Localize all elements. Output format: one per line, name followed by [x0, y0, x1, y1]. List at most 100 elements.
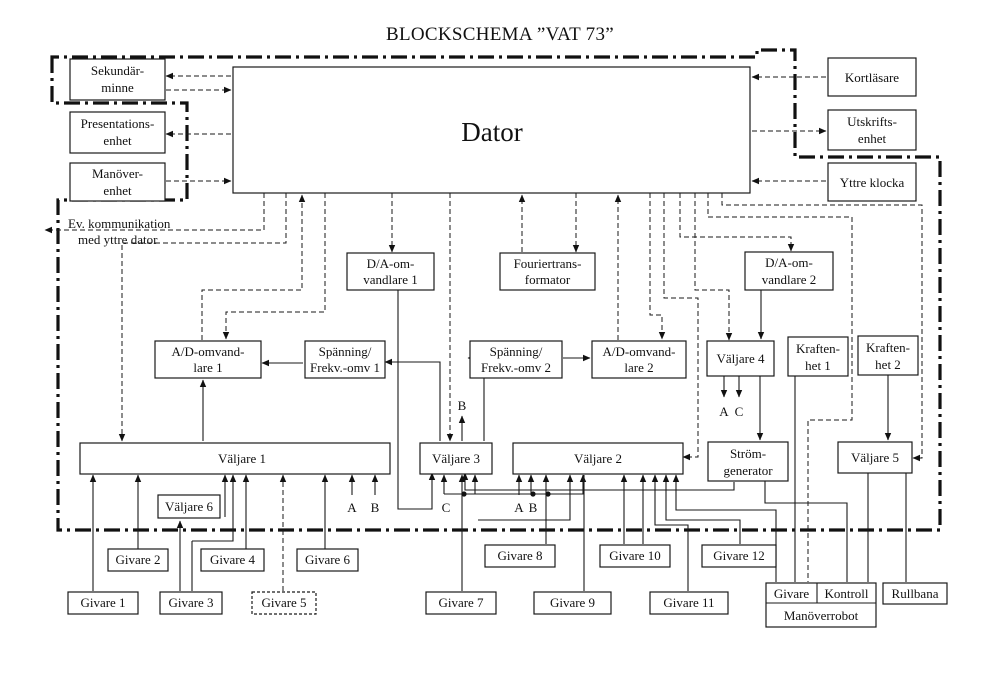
block-ad2-line2: lare 2 — [624, 360, 653, 375]
block-givare7-label: Givare 7 — [438, 595, 484, 610]
block-valjare2: Väljare 2 — [512, 442, 684, 475]
block-givare2-label: Givare 2 — [115, 552, 160, 567]
block-da2-line1: D/A-om- — [765, 255, 813, 270]
block-utskriftsenhet: Utskrifts- enhet — [827, 109, 917, 151]
block-manoverrobot-label: Manöverrobot — [784, 608, 859, 623]
block-fourier-line2: formator — [525, 272, 571, 287]
block-manoverenhet-line1: Manöver- — [92, 166, 143, 181]
block-fourier-line1: Fouriertrans- — [514, 256, 582, 271]
block-valjare5: Väljare 5 — [837, 441, 913, 474]
diagram-title: BLOCKSCHEMA ”VAT 73” — [386, 24, 614, 45]
block-presentationsenhet-line1: Presentations- — [81, 116, 155, 131]
block-valjare1: Väljare 1 — [79, 442, 391, 475]
block-givare7: Givare 7 — [425, 591, 497, 615]
block-ad1: A/D-omvand- lare 1 — [154, 340, 262, 379]
block-givare12-label: Givare 12 — [713, 548, 765, 563]
block-givare6: Givare 6 — [296, 548, 359, 572]
block-givare4: Givare 4 — [200, 548, 265, 572]
block-valjare3-label: Väljare 3 — [432, 451, 480, 466]
block-rullbana: Rullbana — [882, 582, 948, 605]
block-presentationsenhet: Presentations- enhet — [69, 111, 166, 154]
block-robot-givare-label: Givare — [774, 586, 810, 601]
block-givare1-label: Givare 1 — [80, 595, 125, 610]
block-robot-kontroll-label: Kontroll — [824, 586, 868, 601]
block-da1-line2: vandlare 1 — [363, 272, 418, 287]
block-dator: Dator — [232, 66, 751, 194]
note-kommunikation: Ev. kommunikation med yttre dator — [68, 216, 171, 247]
block-valjare6: Väljare 6 — [157, 494, 221, 519]
block-da1: D/A-om- vandlare 1 — [346, 252, 435, 291]
block-valjare6-label: Väljare 6 — [165, 499, 214, 514]
block-valjare3: Väljare 3 — [419, 442, 493, 475]
block-kraftenhet2-line2: het 2 — [875, 357, 901, 372]
block-sf1-line2: Frekv.-omv 1 — [310, 360, 380, 375]
block-sf2-line2: Frekv.-omv 2 — [481, 360, 551, 375]
note-kommunikation-line2: med yttre dator — [78, 232, 158, 247]
marker-c-valjare4: C — [735, 404, 744, 419]
block-givare9-label: Givare 9 — [550, 595, 595, 610]
block-yttre-klocka: Yttre klocka — [827, 162, 917, 202]
block-givare4-label: Givare 4 — [210, 552, 256, 567]
block-ad2-line1: A/D-omvand- — [603, 344, 676, 359]
block-givare5-label: Givare 5 — [261, 595, 306, 610]
block-givare8-label: Givare 8 — [497, 548, 542, 563]
block-givare6-label: Givare 6 — [305, 552, 351, 567]
marker-b-valjare2: B — [529, 500, 538, 515]
block-givare9: Givare 9 — [533, 591, 612, 615]
block-stromgenerator-line2: generator — [723, 463, 773, 478]
marker-a-valjare2: A — [514, 500, 524, 515]
block-manoverenhet-line2: enhet — [103, 183, 132, 198]
block-sf1-line1: Spänning/ — [319, 344, 372, 359]
block-stromgenerator: Ström- generator — [707, 441, 789, 482]
block-givare3-label: Givare 3 — [168, 595, 213, 610]
block-givare10-label: Givare 10 — [609, 548, 661, 563]
block-givare3: Givare 3 — [159, 591, 223, 615]
block-valjare5-label: Väljare 5 — [851, 450, 899, 465]
block-da2-line2: vandlare 2 — [762, 272, 817, 287]
marker-b-valjare1: B — [371, 500, 380, 515]
block-givare1: Givare 1 — [67, 591, 139, 615]
block-dator-label: Dator — [461, 117, 522, 147]
marker-a-valjare1: A — [347, 500, 357, 515]
block-kraftenhet2: Kraften- het 2 — [857, 335, 919, 376]
block-valjare4-label: Väljare 4 — [716, 351, 765, 366]
block-rullbana-label: Rullbana — [892, 586, 939, 601]
block-valjare4: Väljare 4 — [706, 340, 775, 377]
block-valjare1-label: Väljare 1 — [218, 451, 266, 466]
block-ad1-line2: lare 1 — [193, 360, 222, 375]
block-sekundarminne-line1: Sekundär- — [91, 63, 144, 78]
block-da2: D/A-om- vandlare 2 — [744, 251, 834, 291]
letter-markers: A B C B A B A C — [347, 398, 743, 515]
block-givare12: Givare 12 — [701, 544, 777, 568]
block-manoverrobot: Givare Kontroll Manöverrobot — [765, 582, 877, 628]
block-kortlasare: Kortläsare — [827, 57, 917, 97]
block-kraftenhet1-line2: het 1 — [805, 358, 831, 373]
marker-a-valjare4: A — [719, 404, 729, 419]
block-kraftenhet1-line1: Kraften- — [796, 341, 840, 356]
block-givare8: Givare 8 — [484, 544, 556, 568]
block-presentationsenhet-line2: enhet — [103, 133, 132, 148]
block-sf1: Spänning/ Frekv.-omv 1 — [304, 340, 386, 379]
block-fourier: Fouriertrans- formator — [499, 252, 596, 291]
block-sf2-line1: Spänning/ — [490, 344, 543, 359]
system-boundary — [50, 48, 942, 532]
block-givare5: Givare 5 — [251, 591, 317, 615]
marker-c-valjare3: C — [442, 500, 451, 515]
junction-dots — [461, 491, 551, 497]
connections — [44, 72, 923, 591]
block-givare10: Givare 10 — [599, 544, 671, 568]
block-kraftenhet2-line1: Kraften- — [866, 340, 910, 355]
block-sekundarminne-line2: minne — [101, 80, 134, 95]
block-manoverenhet: Manöver- enhet — [69, 162, 166, 202]
block-ad1-line1: A/D-omvand- — [172, 344, 245, 359]
block-kraftenhet1: Kraften- het 1 — [787, 336, 849, 377]
block-givare11: Givare 11 — [649, 591, 729, 615]
block-yttre-klocka-label: Yttre klocka — [840, 175, 905, 190]
block-givare11-label: Givare 11 — [663, 595, 714, 610]
block-kortlasare-label: Kortläsare — [845, 70, 899, 85]
block-sekundarminne: Sekundär- minne — [69, 58, 166, 101]
block-utskriftsenhet-line1: Utskrifts- — [847, 114, 897, 129]
block-stromgenerator-line1: Ström- — [730, 446, 766, 461]
block-givare2: Givare 2 — [107, 548, 169, 572]
block-valjare2-label: Väljare 2 — [574, 451, 622, 466]
